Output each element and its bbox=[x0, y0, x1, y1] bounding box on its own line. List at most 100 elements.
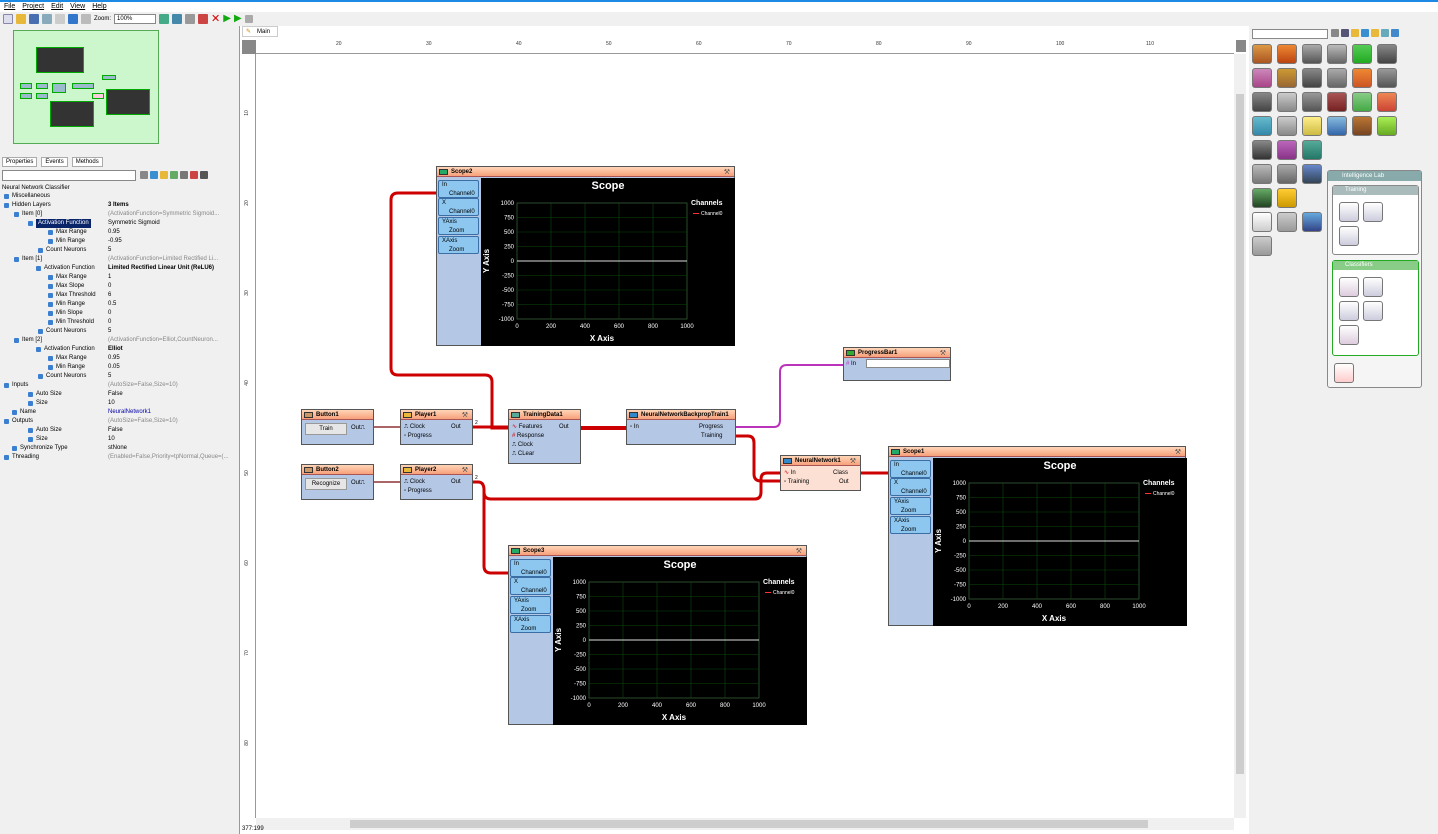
wrench-icon[interactable]: ⚒ bbox=[461, 412, 468, 419]
expand-icon[interactable] bbox=[12, 446, 17, 451]
tab-methods[interactable]: Methods bbox=[71, 157, 103, 167]
property-row[interactable]: Min Range-0.95 bbox=[0, 237, 238, 246]
menu-project[interactable]: Project bbox=[22, 3, 45, 10]
palette-component-tile[interactable] bbox=[1302, 140, 1322, 160]
palette-component-tile[interactable] bbox=[1327, 92, 1347, 112]
wrench-icon[interactable]: ⚒ bbox=[939, 350, 946, 357]
player1-component[interactable]: Player1⚒ ⎍ Clock ▫ Progress Out 2 bbox=[400, 409, 478, 445]
palette-search-input[interactable] bbox=[1252, 29, 1328, 39]
property-value[interactable]: 0.95 bbox=[108, 355, 120, 361]
player1-header[interactable]: Player1⚒ bbox=[401, 410, 472, 420]
property-row[interactable]: Item [1](ActivationFunction=Limited Rect… bbox=[0, 255, 238, 264]
scope1-header[interactable]: Scope1⚒ bbox=[889, 447, 1185, 457]
menu-file[interactable]: File bbox=[4, 3, 16, 10]
property-value[interactable]: NeuralNetwork1 bbox=[108, 409, 152, 415]
backprop-component[interactable]: NeuralNetworkBackpropTrain1 ▫ In Progres… bbox=[626, 409, 736, 445]
nn-training-pin[interactable]: ▫ Training bbox=[784, 479, 810, 485]
palette-component-tile[interactable] bbox=[1252, 92, 1272, 112]
expand-icon[interactable] bbox=[38, 374, 43, 379]
nn-header[interactable]: NeuralNetwork1⚒ bbox=[781, 456, 860, 466]
expand-icon[interactable] bbox=[14, 212, 19, 217]
nn-in-pin[interactable]: ∿ In bbox=[784, 469, 796, 478]
user-icon[interactable] bbox=[1341, 29, 1349, 37]
wrench-icon[interactable]: ⚒ bbox=[461, 467, 468, 474]
expand-icon[interactable] bbox=[36, 266, 41, 271]
trainingdata-clear-pin[interactable]: ⎍ CLear bbox=[512, 451, 535, 457]
train-button[interactable]: Train bbox=[305, 423, 347, 435]
filter-icon[interactable] bbox=[170, 171, 178, 179]
palette-component-tile[interactable] bbox=[1277, 212, 1297, 232]
progressbar-in-pin[interactable]: # In bbox=[846, 360, 856, 369]
menu-view[interactable]: View bbox=[70, 3, 86, 10]
expand-icon[interactable] bbox=[48, 230, 53, 235]
button1-component[interactable]: Button1 Train Out⎍ bbox=[301, 409, 374, 445]
progressbar-header[interactable]: ProgressBar1⚒ bbox=[844, 348, 950, 358]
nn-out-pin[interactable]: Out bbox=[839, 478, 849, 487]
player2-component[interactable]: Player2⚒ ⎍ Clock ▫ Progress Out 2 bbox=[400, 464, 478, 500]
trainingdata-response-pin[interactable]: # Response bbox=[512, 432, 544, 441]
property-value[interactable]: (ActivationFunction=Limited Rectified Li… bbox=[108, 256, 219, 262]
expand-icon[interactable] bbox=[38, 248, 43, 253]
property-value[interactable]: Limited Rectified Linear Unit (ReLU6) bbox=[108, 265, 215, 271]
palette-component-tile[interactable] bbox=[1252, 68, 1272, 88]
classifier-tile-3[interactable] bbox=[1339, 301, 1359, 321]
expand-icon[interactable] bbox=[48, 239, 53, 244]
expand-icon[interactable] bbox=[4, 203, 9, 208]
palette-component-tile[interactable] bbox=[1302, 116, 1322, 136]
pause-icon[interactable] bbox=[244, 15, 253, 23]
wrench-icon[interactable]: ⚒ bbox=[849, 458, 856, 465]
expand-icon[interactable] bbox=[14, 257, 19, 262]
property-value[interactable]: (AutoSize=False,Size=10) bbox=[108, 418, 178, 424]
palette-component-tile[interactable] bbox=[1277, 116, 1297, 136]
palette-component-tile[interactable] bbox=[1327, 116, 1347, 136]
trainingdata-component[interactable]: TrainingData1 ∿ Features # Response ⎍ Cl… bbox=[508, 409, 581, 464]
expand-icon[interactable] bbox=[48, 293, 53, 298]
zoom-fit-icon[interactable] bbox=[185, 14, 196, 24]
trainingdata-clock-pin[interactable]: ⎍ Clock bbox=[512, 442, 533, 448]
property-value[interactable]: 0.05 bbox=[108, 364, 120, 370]
property-value[interactable]: 0.5 bbox=[108, 301, 117, 307]
palette-component-tile[interactable] bbox=[1377, 116, 1397, 136]
expand-icon[interactable] bbox=[48, 356, 53, 361]
palette-component-tile[interactable] bbox=[1277, 68, 1297, 88]
nn-component[interactable]: NeuralNetwork1⚒ ∿ In ▫ Training Class Ou… bbox=[780, 455, 861, 491]
property-value[interactable]: 0 bbox=[108, 310, 112, 316]
folder-icon[interactable] bbox=[1351, 29, 1359, 37]
expand-icon[interactable] bbox=[48, 365, 53, 370]
expand-icon[interactable] bbox=[28, 428, 33, 433]
expand-icon[interactable] bbox=[48, 284, 53, 289]
player2-out-pin[interactable]: Out bbox=[451, 478, 461, 487]
palette-component-tile[interactable] bbox=[1277, 92, 1297, 112]
property-search-input[interactable] bbox=[2, 170, 136, 181]
property-value[interactable]: False bbox=[108, 427, 123, 433]
vertical-scrollbar[interactable] bbox=[1234, 54, 1246, 818]
palette-component-tile[interactable] bbox=[1352, 92, 1372, 112]
property-row[interactable]: Item [2](ActivationFunction=Elliot,Count… bbox=[0, 336, 238, 345]
compile-icon[interactable] bbox=[198, 14, 209, 24]
palette-component-tile[interactable] bbox=[1302, 44, 1322, 64]
expand-icon[interactable] bbox=[4, 194, 9, 199]
property-row[interactable]: Outputs(AutoSize=False,Size=10) bbox=[0, 417, 238, 426]
expand-icon[interactable] bbox=[4, 455, 9, 460]
palette-component-tile[interactable] bbox=[1302, 68, 1322, 88]
zoom-select[interactable]: 100% bbox=[114, 14, 157, 24]
horizontal-scroll-thumb[interactable] bbox=[350, 820, 1148, 828]
palette-component-tile[interactable] bbox=[1277, 140, 1297, 160]
palette-component-tile[interactable] bbox=[1377, 92, 1397, 112]
